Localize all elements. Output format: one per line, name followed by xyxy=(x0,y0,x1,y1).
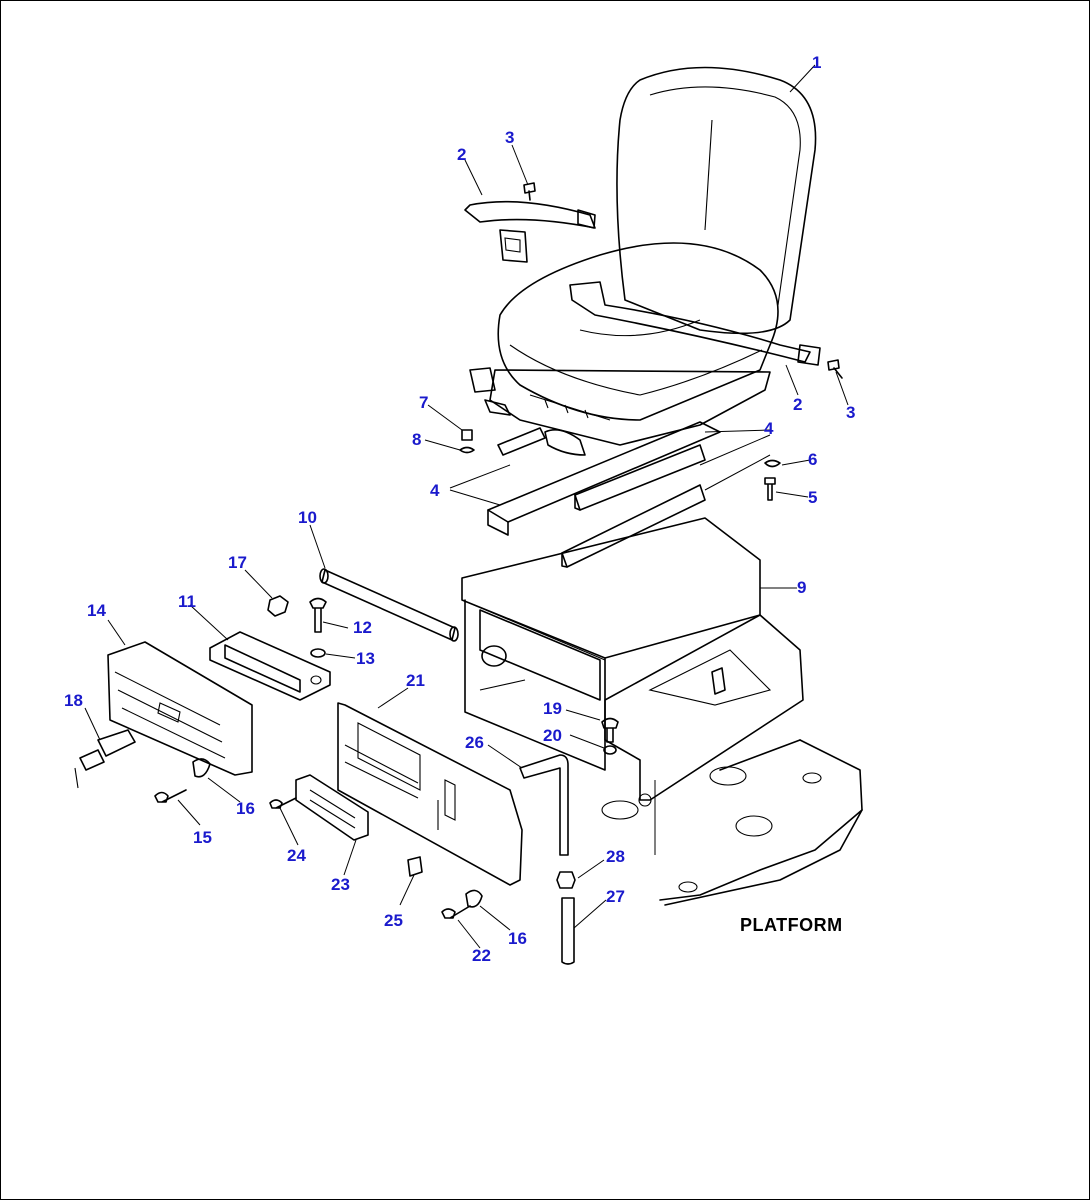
washer-6 xyxy=(764,459,781,468)
callout-numbers: 1 2 3 2 3 4 4 5 6 7 8 9 10 11 12 13 14 1… xyxy=(64,53,855,965)
callout-10: 10 xyxy=(298,508,317,527)
rod-10 xyxy=(319,568,459,642)
seat-stand xyxy=(461,517,761,771)
callout-11: 11 xyxy=(178,592,196,611)
callout-27: 27 xyxy=(606,887,625,906)
clip-25 xyxy=(407,856,423,877)
callout-28: 28 xyxy=(606,847,625,866)
callout-23: 23 xyxy=(331,875,350,894)
callout-15: 15 xyxy=(193,828,212,847)
callout-24: 24 xyxy=(287,846,306,865)
bolt-5 xyxy=(764,477,776,501)
callout-4-right: 4 xyxy=(764,419,774,438)
lid-14 xyxy=(107,641,253,776)
seat-belt-left xyxy=(464,200,596,263)
cap-16-left xyxy=(192,758,211,778)
callout-4-left: 4 xyxy=(430,481,440,500)
cover-plate-21 xyxy=(337,702,523,886)
callout-2-left: 2 xyxy=(457,145,466,164)
callout-22: 22 xyxy=(472,946,491,965)
callout-16-right: 16 xyxy=(508,929,527,948)
bolt-12 xyxy=(309,597,327,633)
sleeve-27 xyxy=(561,897,575,965)
washer-20 xyxy=(603,745,617,755)
lock-18 xyxy=(74,729,136,789)
screw-24 xyxy=(269,797,297,809)
callout-19: 19 xyxy=(543,699,562,718)
callout-1: 1 xyxy=(812,53,821,72)
nut-28 xyxy=(556,871,576,889)
callout-6: 6 xyxy=(808,450,817,469)
platform xyxy=(601,614,863,906)
seat-rails xyxy=(487,421,721,568)
callout-9: 9 xyxy=(797,578,806,597)
callout-25: 25 xyxy=(384,911,403,930)
latch-23 xyxy=(295,774,369,841)
seat-belt-right xyxy=(569,281,821,366)
screw-22 xyxy=(441,905,471,919)
seat-assembly xyxy=(469,66,817,446)
leader-lines xyxy=(84,64,849,949)
callout-3-right: 3 xyxy=(846,403,855,422)
nut-7 xyxy=(461,429,473,441)
callout-12: 12 xyxy=(353,618,372,637)
callout-20: 20 xyxy=(543,726,562,745)
bolt-3-right xyxy=(827,359,843,379)
screw-15 xyxy=(154,789,187,803)
callout-3-left: 3 xyxy=(505,128,514,147)
cap-16-right xyxy=(465,889,483,908)
rod-26 xyxy=(519,754,569,856)
callout-17: 17 xyxy=(228,553,247,572)
nut-17 xyxy=(267,595,289,617)
washer-13 xyxy=(310,648,326,658)
callout-5: 5 xyxy=(808,488,817,507)
callout-2-right: 2 xyxy=(793,395,802,414)
callout-16-left: 16 xyxy=(236,799,255,818)
callout-7: 7 xyxy=(419,393,428,412)
callout-26: 26 xyxy=(465,733,484,752)
bolt-19 xyxy=(601,717,619,743)
washer-8 xyxy=(459,446,475,454)
callout-13: 13 xyxy=(356,649,375,668)
callout-14: 14 xyxy=(87,601,106,620)
bolt-3-left xyxy=(523,182,536,201)
hinge-11 xyxy=(209,631,331,701)
callout-8: 8 xyxy=(412,430,421,449)
callout-21: 21 xyxy=(406,671,425,690)
platform-label: PLATFORM xyxy=(740,915,843,935)
callout-18: 18 xyxy=(64,691,83,710)
